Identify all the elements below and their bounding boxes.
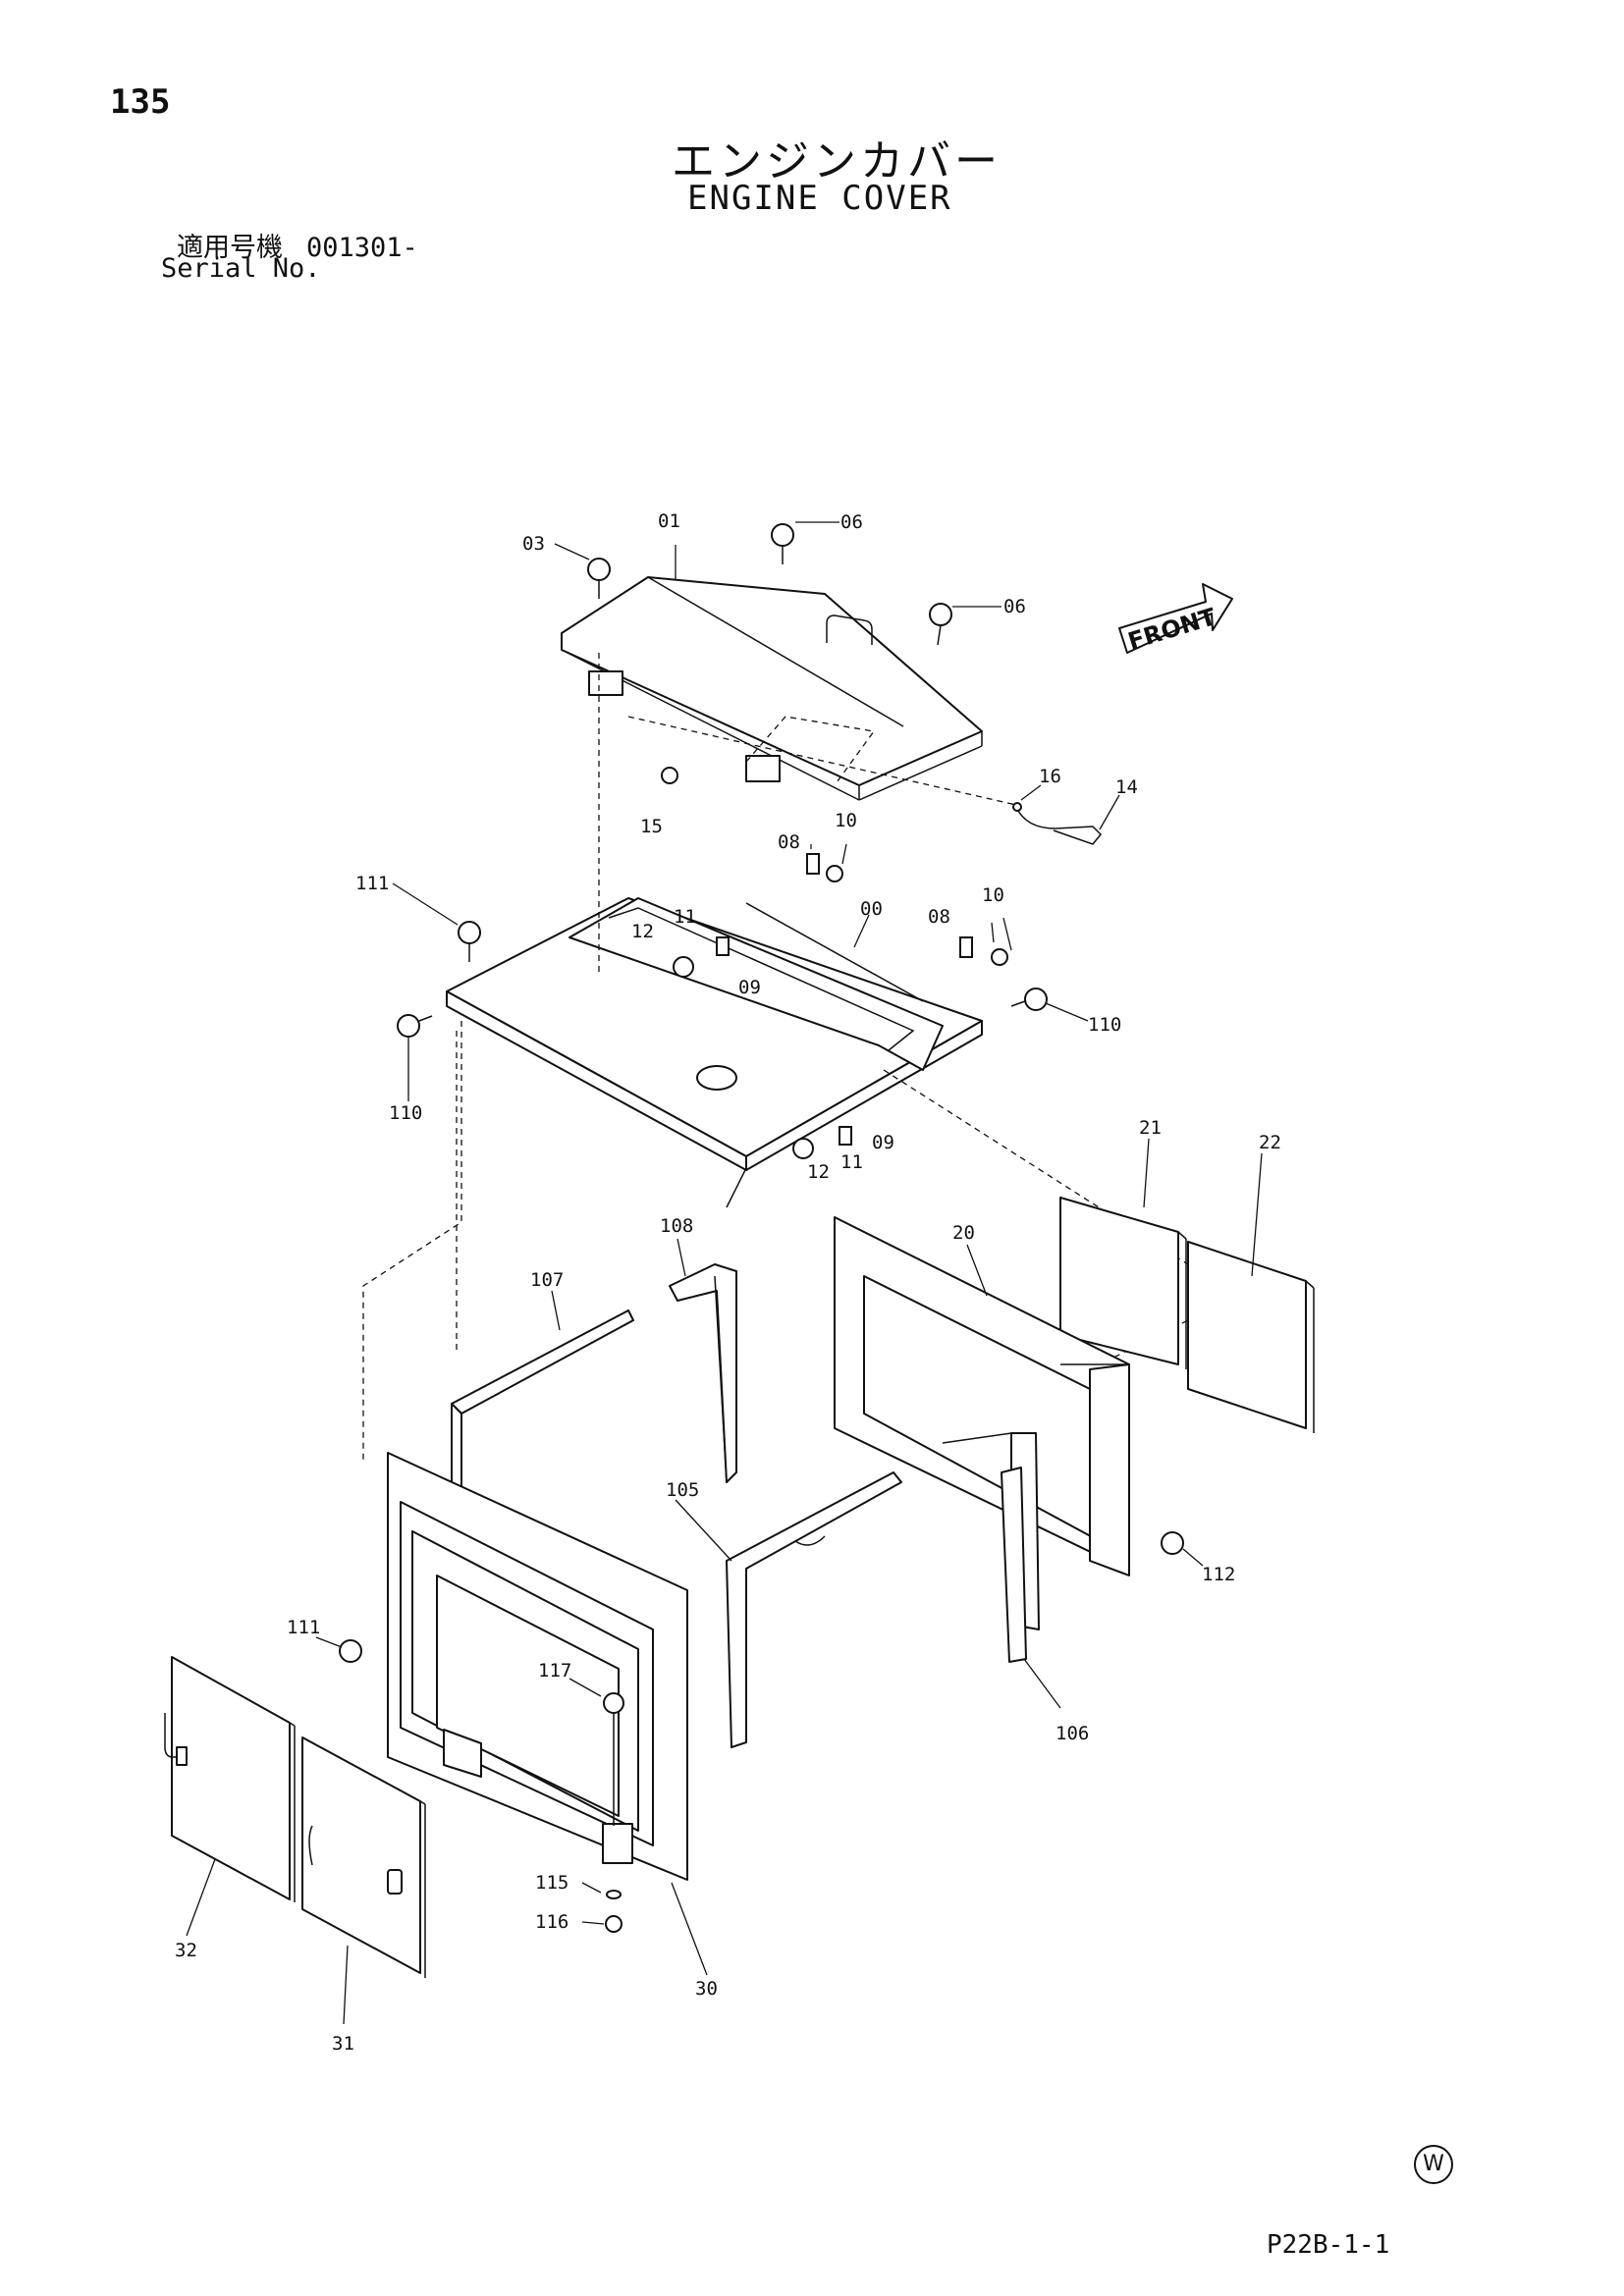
callout-110a: 110 <box>1088 1014 1121 1036</box>
callout-08a: 08 <box>778 831 800 853</box>
callout-09a: 09 <box>738 977 761 998</box>
callout-11a: 11 <box>674 906 696 928</box>
beam-105 <box>726 1471 902 1748</box>
callout-numbers: 03 01 06 06 16 14 15 08 10 08 10 111 12 … <box>175 510 1281 2055</box>
callout-106: 106 <box>1056 1723 1089 1744</box>
top-lid <box>561 576 983 801</box>
callout-06b: 06 <box>1003 596 1026 617</box>
callout-105: 105 <box>666 1479 699 1501</box>
callout-115: 115 <box>535 1872 568 1894</box>
callout-111a: 111 <box>355 873 389 894</box>
doors <box>164 1656 426 1978</box>
serial-label-jp: 適用号機 <box>177 233 283 263</box>
callout-32: 32 <box>175 1940 197 1961</box>
callout-107: 107 <box>530 1269 564 1291</box>
callout-16: 16 <box>1039 766 1061 787</box>
rear-frame <box>834 1216 1130 1630</box>
callout-08b: 08 <box>928 906 950 928</box>
callout-10b: 10 <box>982 884 1004 906</box>
callout-11b: 11 <box>840 1151 863 1173</box>
post-106 <box>1001 1467 1027 1663</box>
leader-lines <box>186 521 1263 2025</box>
callout-10a: 10 <box>835 810 857 831</box>
callout-21: 21 <box>1139 1117 1162 1139</box>
callout-31: 31 <box>332 2033 354 2055</box>
callout-112: 112 <box>1202 1564 1235 1585</box>
prop-rod <box>627 716 1103 845</box>
callout-06a: 06 <box>840 511 863 533</box>
front-label: FRONT <box>1125 603 1220 656</box>
callout-09b: 09 <box>872 1132 894 1153</box>
serial-line: 適用号機 001301- <box>177 226 418 264</box>
callout-12b: 12 <box>807 1161 830 1183</box>
callout-22: 22 <box>1259 1132 1281 1153</box>
serial-label-en: Serial No. <box>161 253 321 284</box>
serial-value: 001301- <box>306 233 418 263</box>
title-english: ENGINE COVER <box>687 179 952 218</box>
page-reference: P22B-1-1 <box>1267 2230 1390 2260</box>
callout-12a: 12 <box>631 921 654 942</box>
top-frame <box>446 897 983 1208</box>
callout-110b: 110 <box>389 1102 422 1124</box>
side-panels <box>1059 1197 1315 1433</box>
callout-14: 14 <box>1115 776 1138 798</box>
callout-116: 116 <box>535 1911 568 1933</box>
callout-20: 20 <box>952 1222 975 1244</box>
callout-30: 30 <box>695 1978 718 2000</box>
callout-00-top: 01 <box>658 510 680 532</box>
callout-00: 00 <box>860 898 883 920</box>
title-japanese: エンジンカバー <box>672 136 1001 187</box>
front-frame <box>387 1452 688 1881</box>
bracket-108 <box>669 1263 737 1483</box>
callout-01: 03 <box>522 533 545 555</box>
callout-15: 15 <box>640 816 663 837</box>
watermark-symbol: W <box>1414 2145 1453 2184</box>
callout-111b: 111 <box>287 1617 320 1638</box>
bolts <box>339 523 1184 1933</box>
callout-117: 117 <box>538 1660 571 1682</box>
front-arrow: FRONT <box>1118 583 1233 656</box>
callout-108: 108 <box>660 1215 693 1237</box>
page-number: 135 <box>110 82 171 122</box>
